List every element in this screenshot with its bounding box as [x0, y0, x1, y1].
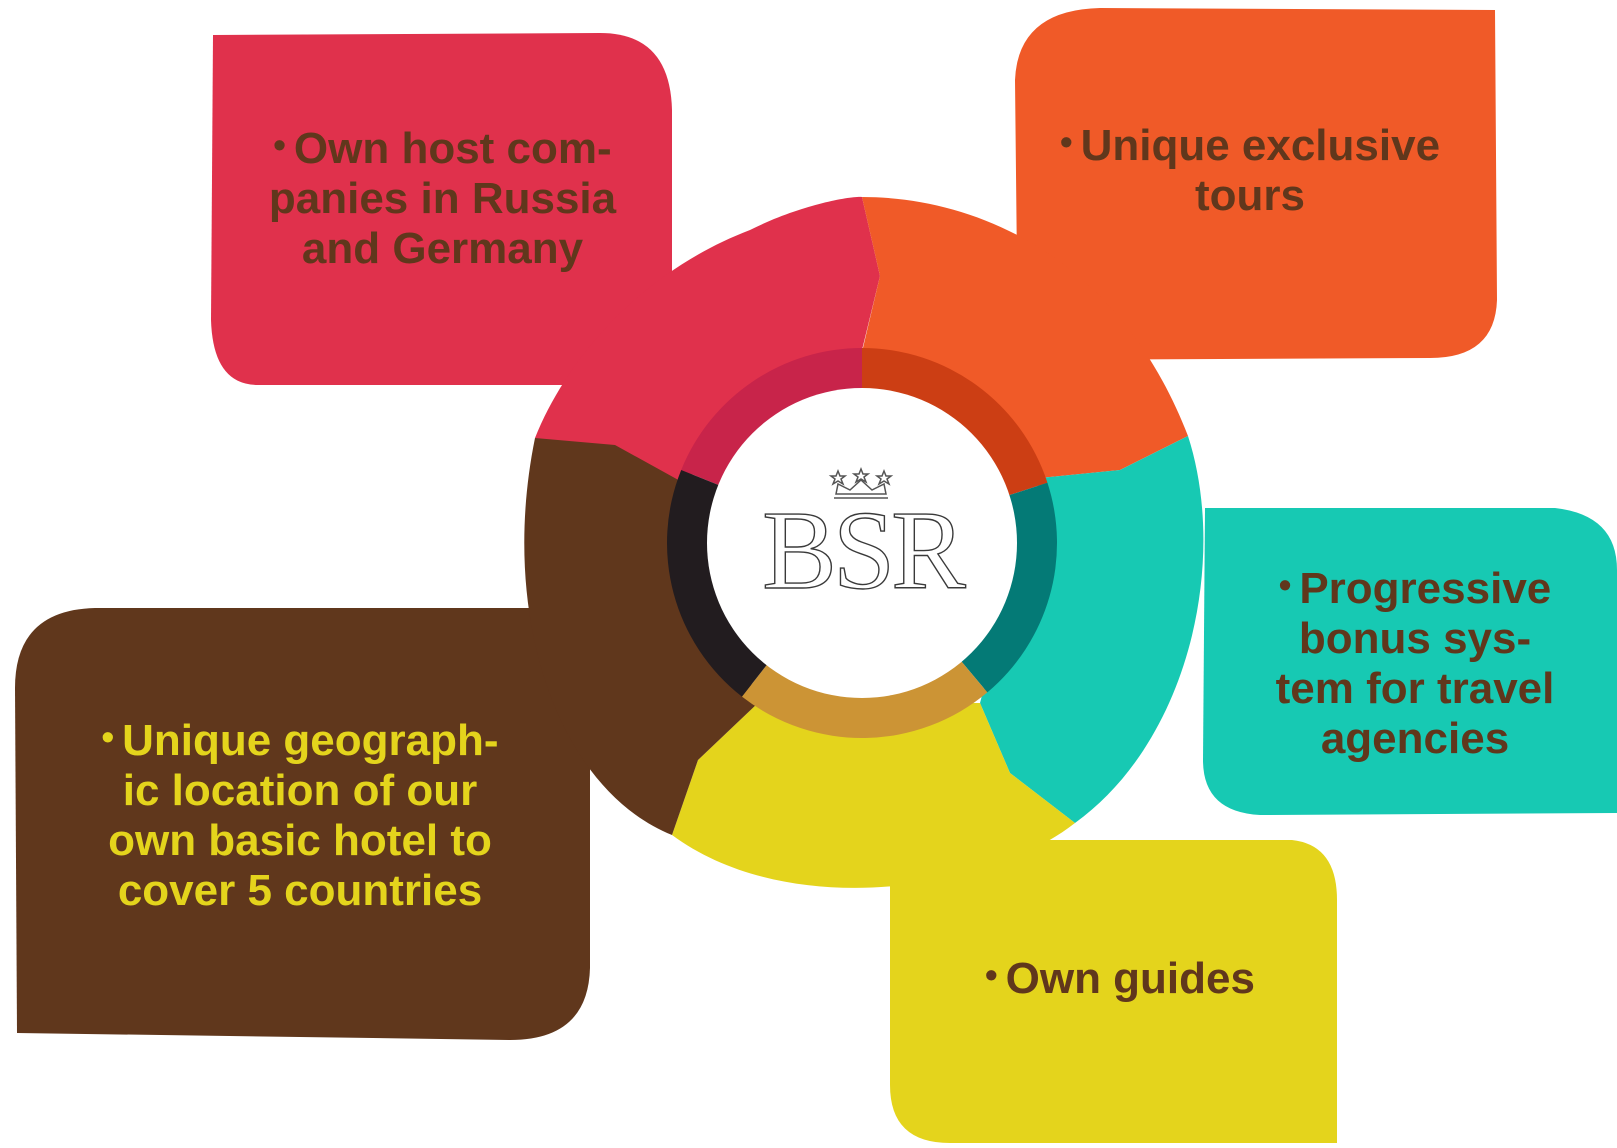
card-tours-shape [1015, 8, 1497, 360]
wheel-segment-yellow [672, 703, 1075, 888]
card-host-shape [211, 33, 672, 385]
bullet-icon: • [985, 954, 998, 995]
card-line: ic location of our [40, 766, 560, 816]
card-line: tours [1030, 171, 1470, 221]
card-line-text: Own host com- [293, 124, 612, 173]
card-line-text: Unique exclusive [1080, 121, 1441, 170]
card-line-text: ic location of our [122, 766, 478, 815]
wheel-segment-red [535, 196, 880, 483]
card-bonus-shape [1203, 508, 1617, 815]
three-star-crown-icon [828, 466, 894, 499]
center-hub [707, 388, 1017, 698]
bullet-icon: • [1278, 564, 1292, 605]
card-line-text: own basic hotel to [108, 816, 492, 865]
card-line-text: tours [1195, 171, 1305, 220]
card-line-text: and Germany [301, 224, 584, 273]
card-line: •Unique exclusive [1030, 117, 1470, 171]
bullet-icon: • [101, 716, 115, 757]
card-line: •Own guides [920, 950, 1320, 1004]
card-location-shape [15, 608, 590, 1040]
card-line: and Germany [230, 224, 655, 274]
card-line-text: agencies [1320, 714, 1510, 763]
bullet-icon: • [1059, 121, 1073, 162]
card-guides-text: •Own guides [920, 950, 1320, 1004]
card-line-text: Own guides [1005, 954, 1255, 1003]
bullet-icon: • [273, 124, 286, 165]
card-line: cover 5 countries [40, 866, 560, 916]
card-line-text: tem for travel [1275, 664, 1555, 713]
card-line-text: Progressive [1299, 564, 1552, 613]
card-line: bonus sys- [1230, 614, 1600, 664]
card-line: panies in Russia [230, 174, 655, 224]
logo-text: BSR [762, 489, 966, 613]
card-line: agencies [1230, 714, 1600, 764]
card-line: own basic hotel to [40, 816, 560, 866]
card-line: •Own host com- [230, 120, 655, 174]
card-line: tem for travel [1230, 664, 1600, 714]
card-line-text: cover 5 countries [117, 866, 483, 915]
card-guides-shape [890, 840, 1337, 1143]
card-line: •Progressive [1230, 560, 1600, 614]
card-line-text: Unique geograph- [122, 716, 499, 765]
card-line: •Unique geograph- [40, 712, 560, 766]
card-line-text: bonus sys- [1298, 614, 1532, 663]
card-line-text: panies in Russia [268, 174, 617, 223]
